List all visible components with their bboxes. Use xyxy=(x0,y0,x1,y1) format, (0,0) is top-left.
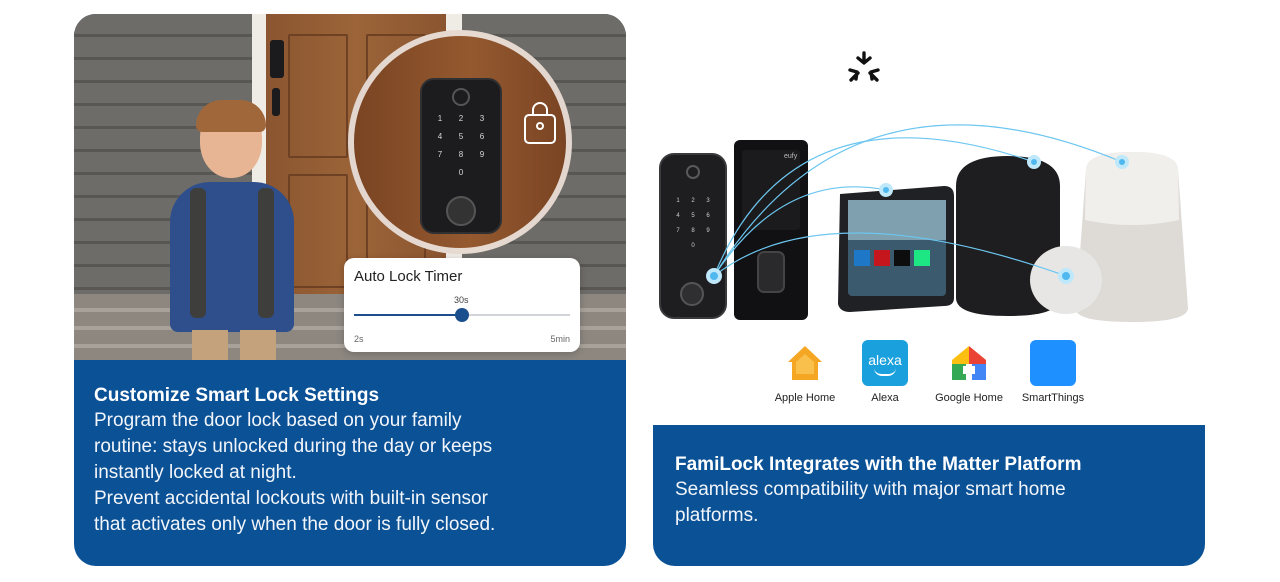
connection-node xyxy=(1058,268,1074,284)
slider-thumb[interactable] xyxy=(455,308,469,322)
platform-label: Apple Home xyxy=(774,392,836,404)
slider-min-label: 2s xyxy=(354,334,364,344)
keypad-lock: 1 2 3 4 5 6 7 8 9 0 xyxy=(420,78,502,234)
key-cylinder xyxy=(446,196,476,226)
smart-lock-settings-title: Customize Smart Lock Settings xyxy=(94,385,380,406)
door-handle xyxy=(272,88,280,116)
tall-smart-lock-device: eufy xyxy=(734,140,808,320)
smartthings-icon xyxy=(1030,340,1076,386)
svg-text:0: 0 xyxy=(691,243,695,249)
smart-lock-settings-text: Customize Smart Lock Settings Program th… xyxy=(94,384,614,538)
padlock-icon xyxy=(524,102,556,144)
svg-text:3: 3 xyxy=(706,198,710,204)
svg-text:7: 7 xyxy=(676,228,680,234)
keypad-key: 5 xyxy=(458,132,464,141)
platform-alexa: alexa Alexa xyxy=(840,340,930,404)
keypad-key: 0 xyxy=(458,168,464,177)
keypad-key: 1 xyxy=(437,114,443,123)
platform-label: Alexa xyxy=(871,392,899,404)
description-line: that activates only when the door is ful… xyxy=(94,514,496,535)
svg-text:9: 9 xyxy=(706,228,710,234)
auto-lock-timer-widget: Auto Lock Timer 30s 2s 5min xyxy=(344,258,580,352)
google-home-icon xyxy=(946,340,992,386)
matter-platform-card: FamiLock Integrates with the Matter Plat… xyxy=(653,425,1205,566)
platform-apple-home: Apple Home xyxy=(760,340,850,404)
connection-node xyxy=(706,268,722,284)
connection-node xyxy=(879,183,893,197)
door-lock-small xyxy=(270,40,284,78)
auto-lock-slider[interactable] xyxy=(354,308,570,322)
connection-node xyxy=(1115,155,1129,169)
google-home-device xyxy=(1075,152,1188,322)
description-line: Seamless compatibility with major smart … xyxy=(675,479,1066,500)
svg-text:6: 6 xyxy=(706,213,710,219)
platform-label: SmartThings xyxy=(1021,392,1085,404)
svg-text:8: 8 xyxy=(691,228,695,234)
connection-node xyxy=(1027,155,1041,169)
apple-home-icon xyxy=(782,340,828,386)
platform-label: Google Home xyxy=(935,392,1003,404)
keypad-key: 2 xyxy=(458,114,464,123)
keypad-key: 3 xyxy=(479,114,485,123)
platform-logos: Apple Home alexa Alexa Google Home Smart… xyxy=(760,340,1100,410)
porch-photo: 1 2 3 4 5 6 7 8 9 0 Auto Lock Timer 30s … xyxy=(74,14,626,360)
matter-logo-icon xyxy=(848,51,880,82)
smart-display-device xyxy=(838,186,954,312)
fingerprint-sensor-icon xyxy=(452,88,470,106)
keypad-key: 9 xyxy=(479,150,485,159)
auto-lock-timer-title: Auto Lock Timer xyxy=(354,268,463,285)
auto-lock-timer-value: 30s xyxy=(454,295,469,305)
matter-connection-arcs xyxy=(706,124,1129,284)
description-line: Prevent accidental lockouts with built-i… xyxy=(94,488,488,509)
matter-platform-text: FamiLock Integrates with the Matter Plat… xyxy=(675,453,1175,529)
description-line: Program the door lock based on your fami… xyxy=(94,410,462,431)
matter-platform-title: FamiLock Integrates with the Matter Plat… xyxy=(675,454,1082,475)
lock-brand-label: eufy xyxy=(784,153,798,160)
svg-text:1: 1 xyxy=(676,198,680,204)
lock-zoom-circle: 1 2 3 4 5 6 7 8 9 0 xyxy=(348,30,572,254)
svg-text:5: 5 xyxy=(691,213,695,219)
svg-text:4: 4 xyxy=(676,213,680,219)
keypad-key: 4 xyxy=(437,132,443,141)
alexa-wordmark: alexa xyxy=(868,352,902,368)
child-with-backpack xyxy=(160,100,320,360)
platform-google-home: Google Home xyxy=(924,340,1014,404)
description-line: instantly locked at night. xyxy=(94,462,297,483)
description-line: platforms. xyxy=(675,505,759,526)
svg-text:2: 2 xyxy=(691,198,695,204)
keypad-key: 7 xyxy=(437,150,443,159)
slider-max-label: 5min xyxy=(550,334,570,344)
alexa-icon: alexa xyxy=(862,340,908,386)
smart-devices-illustration: 1 2 3 4 5 6 7 8 9 0 eufy xyxy=(659,140,1188,322)
description-line: routine: stays unlocked during the day o… xyxy=(94,436,493,457)
platform-smartthings: SmartThings xyxy=(1008,340,1098,404)
keypad-key: 6 xyxy=(479,132,485,141)
slider-fill xyxy=(354,314,462,316)
keypad-key: 8 xyxy=(458,150,464,159)
smart-lock-settings-card: 1 2 3 4 5 6 7 8 9 0 Auto Lock Timer 30s … xyxy=(74,14,626,566)
